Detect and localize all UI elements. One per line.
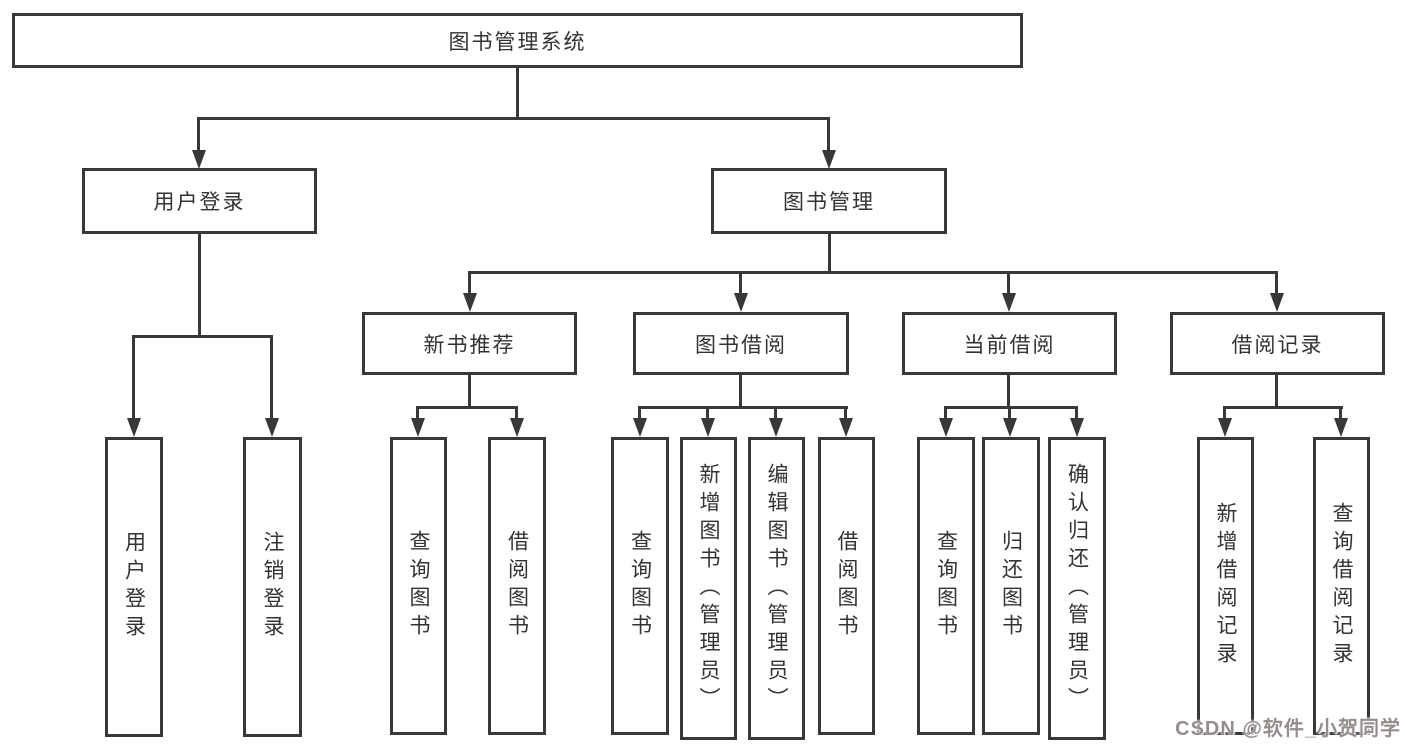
connector-line: [468, 271, 471, 295]
connector-line: [1275, 375, 1278, 408]
connector-line: [1007, 375, 1010, 408]
arrowhead-down-icon: [1218, 418, 1232, 437]
leaf-query-book-current: 查询图书: [917, 437, 975, 735]
node-new-book-recommend: 新书推荐: [362, 312, 577, 375]
connector-line: [774, 406, 777, 420]
connector-line: [1223, 406, 1226, 420]
arrowhead-down-icon: [839, 418, 853, 437]
connector-line: [198, 233, 201, 337]
arrowhead-down-icon: [1070, 418, 1084, 437]
leaf-user-login: 用户登录: [105, 437, 163, 737]
arrowhead-down-icon: [769, 418, 783, 437]
node-book-manage: 图书管理: [711, 168, 947, 234]
arrowhead-down-icon: [127, 418, 141, 437]
node-root: 图书管理系统: [12, 13, 1023, 68]
connector-line: [468, 271, 1278, 274]
connector-line: [739, 375, 742, 408]
connector-line: [706, 406, 709, 420]
node-current-borrow: 当前借阅: [902, 312, 1117, 375]
connector-line: [827, 117, 830, 152]
connector-line: [468, 375, 471, 408]
connector-line: [133, 335, 273, 338]
connector-line: [1008, 406, 1011, 420]
leaf-query-book-borrow: 查询图书: [611, 437, 669, 735]
arrowhead-down-icon: [463, 293, 477, 312]
arrowhead-down-icon: [265, 418, 279, 437]
arrowhead-down-icon: [822, 150, 836, 169]
watermark: CSDN @软件_小贺同学: [1175, 718, 1401, 740]
leaf-query-borrow-record: 查询借阅记录: [1313, 437, 1370, 735]
arrowhead-down-icon: [939, 418, 953, 437]
connector-line: [270, 335, 273, 419]
node-borrow-records: 借阅记录: [1170, 312, 1385, 375]
connector-line: [1007, 271, 1010, 295]
connector-line: [1339, 406, 1342, 420]
connector-line: [639, 406, 848, 409]
node-book-borrow: 图书借阅: [633, 312, 849, 375]
arrowhead-down-icon: [633, 418, 647, 437]
connector-line: [132, 335, 135, 419]
node-user-login: 用户登录: [82, 168, 317, 234]
leaf-borrow-book: 借阅图书: [818, 437, 875, 735]
connector-line: [739, 271, 742, 295]
arrowhead-down-icon: [1002, 293, 1016, 312]
arrowhead-down-icon: [734, 293, 748, 312]
arrowhead-down-icon: [1334, 418, 1348, 437]
connector-line: [1224, 406, 1343, 409]
leaf-confirm-return-admin: 确认归还（管理员）: [1048, 437, 1106, 740]
connector-line: [1275, 271, 1278, 295]
arrowhead-down-icon: [510, 418, 524, 437]
connector-line: [844, 406, 847, 420]
leaf-borrow-book-newbook: 借阅图书: [488, 437, 546, 735]
connector-line: [197, 117, 830, 120]
connector-line: [944, 406, 947, 420]
arrowhead-down-icon: [1003, 418, 1017, 437]
leaf-add-book-admin: 新增图书（管理员）: [680, 437, 737, 740]
connector-line: [638, 406, 641, 420]
leaf-edit-book-admin: 编辑图书（管理员）: [748, 437, 805, 740]
leaf-return-book: 归还图书: [982, 437, 1040, 735]
connector-line: [828, 233, 831, 273]
connector-line: [417, 406, 518, 409]
connector-line: [197, 117, 200, 152]
leaf-query-book-newbook: 查询图书: [390, 437, 447, 735]
connector-line: [944, 406, 1078, 409]
arrowhead-down-icon: [1270, 293, 1284, 312]
arrowhead-down-icon: [192, 150, 206, 169]
connector-line: [515, 406, 518, 420]
arrowhead-down-icon: [411, 418, 425, 437]
connector-line: [516, 68, 519, 119]
arrowhead-down-icon: [701, 418, 715, 437]
connector-line: [1075, 406, 1078, 420]
leaf-logout: 注销登录: [243, 437, 302, 737]
leaf-add-borrow-record: 新增借阅记录: [1197, 437, 1254, 735]
connector-line: [416, 406, 419, 420]
